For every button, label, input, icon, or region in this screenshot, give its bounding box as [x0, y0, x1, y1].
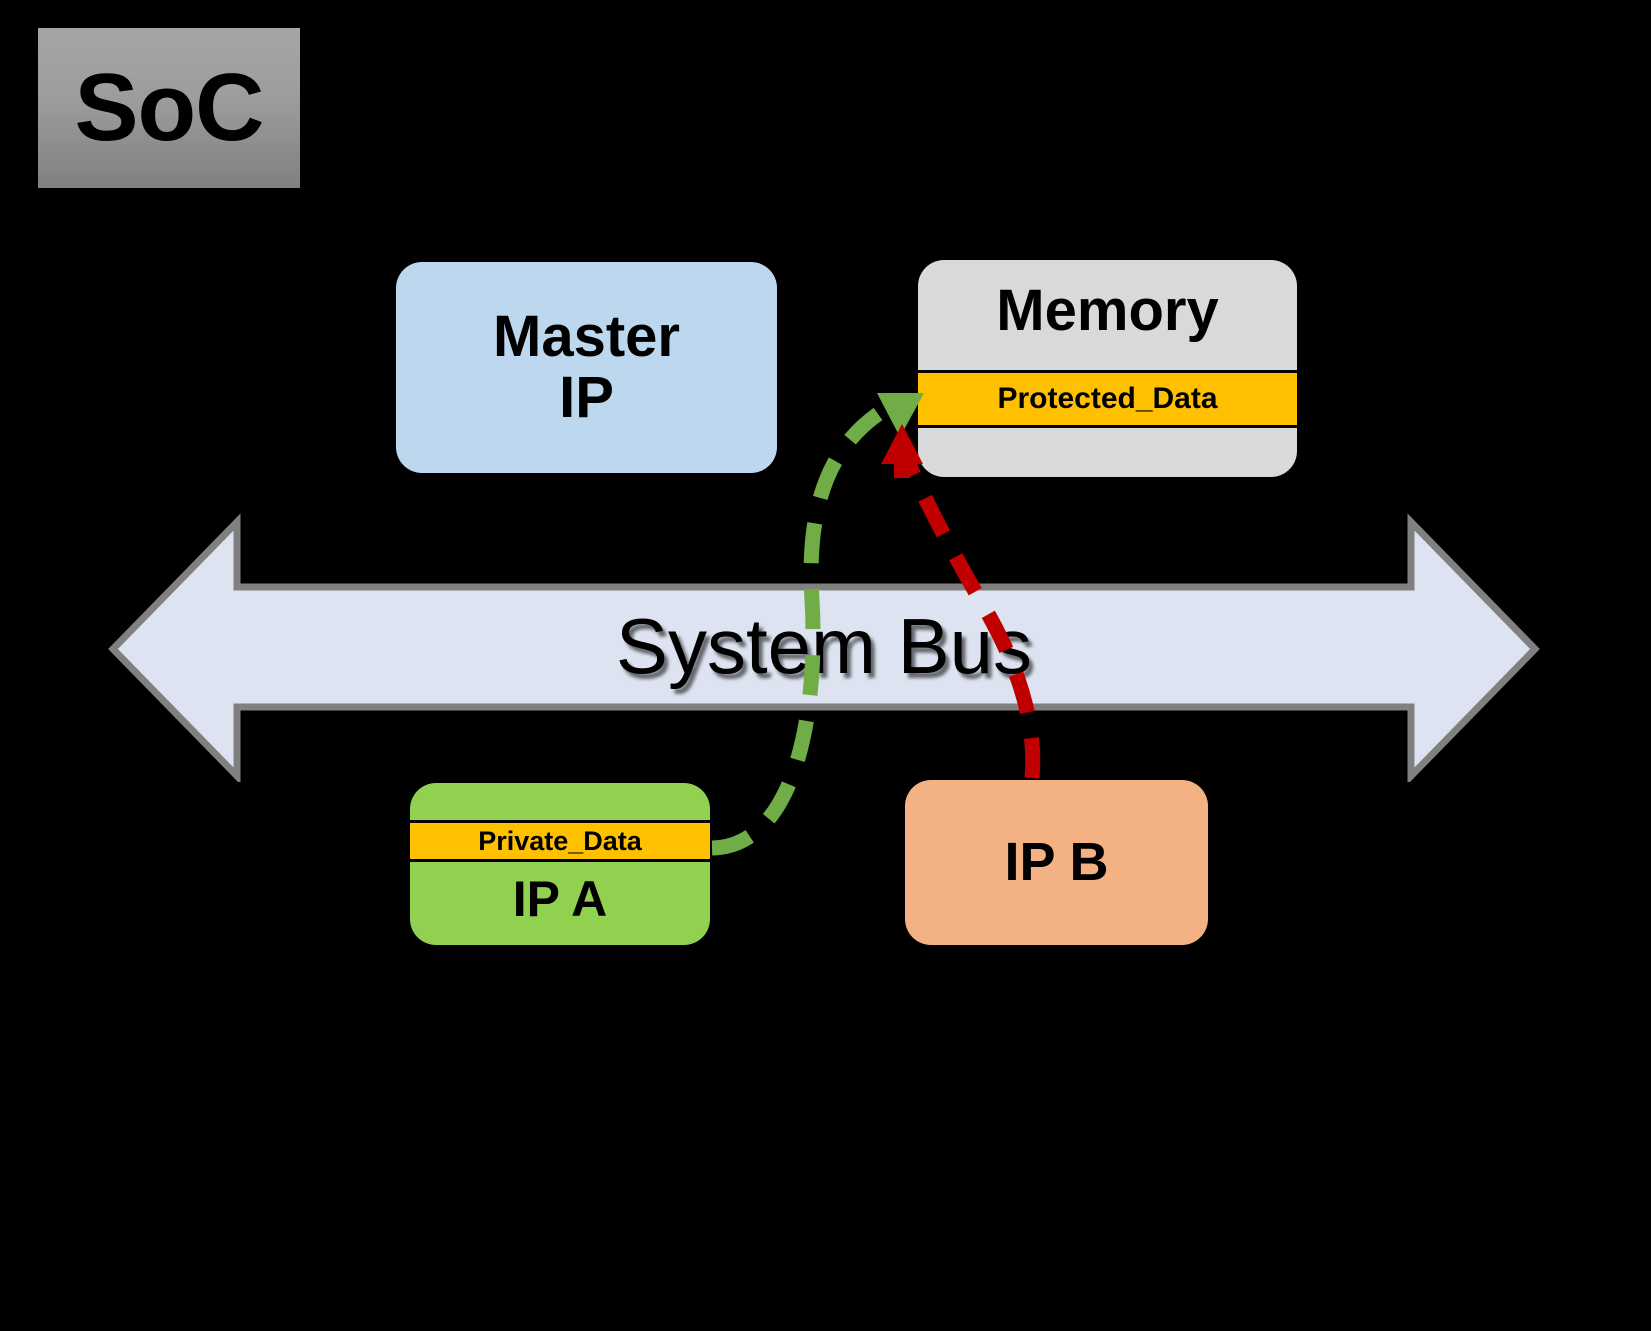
- red-arrowhead-icon: [881, 424, 923, 478]
- block-ip-a[interactable]: Private_Data IP A: [410, 783, 710, 945]
- system-bus-arrow-icon: [108, 513, 1540, 785]
- ip-b-label: IP B: [1004, 832, 1109, 893]
- ip-a-label: IP A: [512, 871, 608, 927]
- block-memory[interactable]: Memory Protected_Data: [918, 260, 1297, 477]
- memory-protected-data-band[interactable]: Protected_Data: [918, 370, 1297, 428]
- system-bus: System Bus: [103, 510, 1545, 785]
- block-ip-b[interactable]: IP B: [905, 780, 1208, 945]
- block-master-ip[interactable]: Master IP: [396, 262, 777, 473]
- master-ip-label-line1: Master: [493, 303, 680, 369]
- green-arrowhead-icon: [877, 393, 924, 437]
- memory-label: Memory: [996, 278, 1219, 343]
- soc-label-text: SoC: [74, 54, 265, 161]
- ip-a-private-data-band[interactable]: Private_Data: [410, 820, 710, 862]
- master-ip-label-line2: IP: [559, 364, 614, 430]
- soc-label-plate: SoC: [38, 28, 300, 188]
